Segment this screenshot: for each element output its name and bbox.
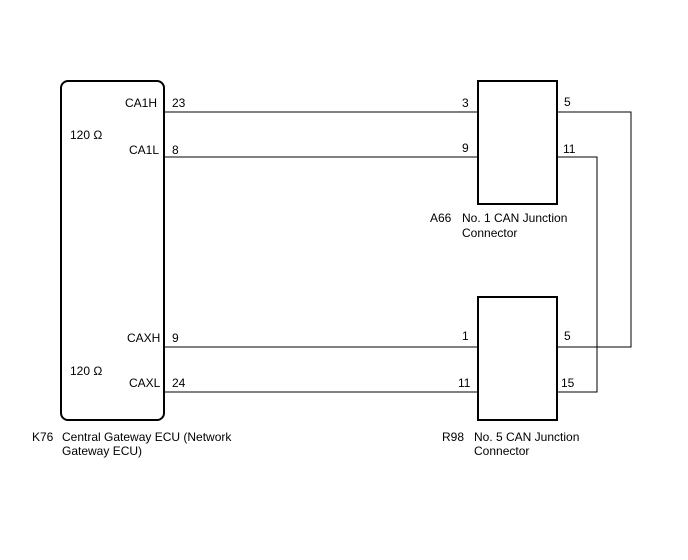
a66-pin-11: 11	[563, 142, 576, 156]
a66-pin-3: 3	[462, 96, 469, 110]
wire-a66-5-to-r98-5	[557, 111, 632, 348]
a66-name-line2: Connector	[462, 226, 517, 240]
ecu-k76-box	[60, 80, 165, 421]
resistor-bottom-label: 120 Ω	[70, 364, 102, 378]
ecu-pin-24: 24	[172, 376, 186, 390]
ecu-name-line2: Gateway ECU)	[62, 444, 142, 458]
r98-junction-box	[477, 296, 558, 421]
r98-code: R98	[442, 430, 464, 444]
ecu-signal-caxh: CAXH	[127, 331, 160, 345]
a66-pin-9: 9	[462, 141, 469, 155]
wire-a66-11-to-r98-15	[557, 156, 598, 393]
ecu-code: K76	[32, 430, 54, 444]
a66-pin-5: 5	[564, 95, 571, 109]
resistor-top-label: 120 Ω	[70, 128, 102, 142]
r98-name-line2: Connector	[474, 444, 529, 458]
ecu-pin-9: 9	[172, 331, 179, 345]
r98-pin-11: 11	[458, 376, 471, 390]
a66-name-line1: No. 1 CAN Junction	[462, 211, 567, 225]
a66-code: A66	[430, 211, 452, 225]
ecu-name-line1: Central Gateway ECU (Network	[62, 430, 232, 444]
ecu-signal-ca1h: CA1H	[125, 96, 157, 110]
r98-name-line1: No. 5 CAN Junction	[474, 430, 579, 444]
ecu-signal-caxl: CAXL	[129, 376, 161, 390]
ecu-signal-ca1l: CA1L	[129, 143, 159, 157]
r98-pin-1: 1	[462, 329, 469, 343]
r98-pin-15: 15	[561, 376, 575, 390]
ecu-pin-8: 8	[172, 143, 179, 157]
ecu-pin-23: 23	[172, 96, 186, 110]
r98-pin-5: 5	[564, 329, 571, 343]
a66-junction-box	[477, 80, 558, 205]
